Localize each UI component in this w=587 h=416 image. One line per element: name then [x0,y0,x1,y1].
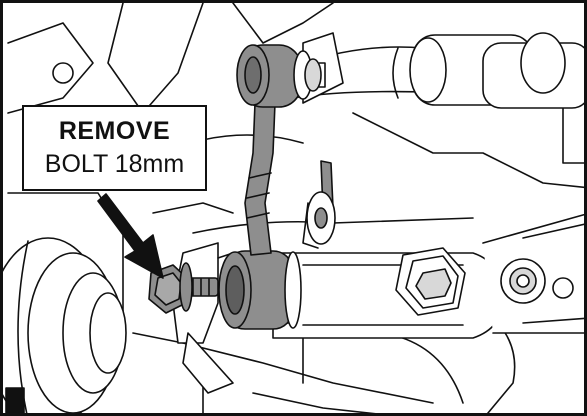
upper-link-joint [236,44,326,108]
callout-label: REMOVE BOLT 18mm [22,105,207,191]
wheel-hub [3,237,127,413]
arrow-to-bolt [97,193,164,279]
callout-action-text: REMOVE [58,117,171,146]
shaft-hex-nut [395,247,466,316]
bolt-18mm [148,262,219,314]
suspension-illustration [3,3,584,413]
sway-bar-link [244,102,276,256]
lower-link-bushing [218,250,302,330]
callout-part-text: BOLT 18mm [44,150,185,178]
brake-line-clip [302,160,336,249]
upper-control-arm [302,32,584,109]
